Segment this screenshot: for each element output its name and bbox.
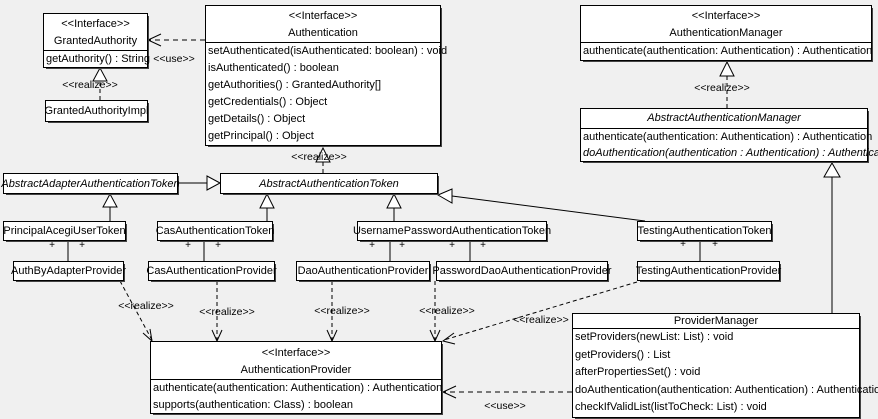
methods-compartment: authenticate(authentication: Authenticat… [581, 128, 878, 161]
stereotype-label: <<Interface>> [261, 347, 331, 359]
class-name: PrincipalAcegiUserToken [3, 225, 126, 237]
class-abstract-authentication-manager: AbstractAuthenticationManager authentica… [580, 108, 878, 162]
class-name: CasAuthenticationToken [155, 225, 275, 237]
class-granted-authority: <<Interface>> GrantedAuthority getAuthor… [43, 13, 150, 68]
method: getDetails() : Object [208, 113, 306, 125]
association-plus-marker: + [215, 240, 221, 251]
class-name: TestingAuthenticationProvider [635, 265, 782, 277]
method: doAuthentication(authentication: Authent… [575, 383, 878, 396]
realize-label: <<realize>> [291, 151, 347, 163]
class-header: AbstractAuthenticationManager [581, 109, 867, 128]
method: isAuthenticated() : boolean [208, 62, 339, 74]
class-abstract-adapter-authentication-token: AbstractAdapterAuthenticationToken [1, 173, 180, 194]
class-auth-by-adapter-provider: AuthByAdapterProvider [11, 261, 126, 281]
class-cas-authentication-token: CasAuthenticationToken [155, 221, 275, 241]
class-name: TestingAuthenticationToken [637, 225, 772, 237]
realize-label: <<realize>> [419, 305, 475, 317]
method: supports(authentication: Class) : boolea… [153, 398, 353, 411]
class-header: <<Interface>> Authentication [206, 6, 440, 42]
class-cas-authentication-provider: CasAuthenticationProvider [146, 261, 277, 281]
class-authentication: <<Interface>> Authentication setAuthenti… [205, 5, 448, 146]
methods-compartment: setAuthenticated(isAuthenticated: boolea… [206, 42, 448, 145]
realize-label: <<realize>> [118, 300, 174, 312]
class-header: <<Interface>> GrantedAuthority [44, 14, 147, 50]
stereotype-label: <<Interface>> [691, 10, 761, 22]
abstract-method: doAuthentication(authentication : Authen… [583, 147, 878, 159]
class-name: ProviderManager [673, 315, 759, 327]
class-name: DaoAuthenticationProvider [297, 265, 429, 277]
class-name: GrantedAuthority [53, 35, 138, 47]
association-plus-marker: + [399, 240, 405, 251]
class-name: AuthenticationManager [669, 27, 783, 39]
method: getCredentials() : Object [208, 96, 328, 108]
method: afterPropertiesSet() : void [575, 366, 701, 378]
class-granted-authority-impl: GrantedAuthorityImpl [45, 100, 148, 122]
class-name: AuthByAdapterProvider [11, 265, 126, 277]
class-header: ProviderManager [573, 314, 859, 328]
use-label: <<use>> [484, 400, 526, 412]
class-name: CasAuthenticationProvider [146, 265, 277, 277]
realize-label: <<realize>> [62, 79, 118, 91]
class-name: AbstractAuthenticationManager [647, 112, 801, 124]
class-principal-acegi-user-token: PrincipalAcegiUserToken [3, 221, 126, 241]
method: authenticate(authentication: Authenticat… [583, 131, 873, 143]
method: setProviders(newList: List) : void [575, 331, 734, 343]
class-name: AuthenticationProvider [240, 364, 352, 376]
class-username-password-authentication-token: UsernamePasswordAuthenticationToken [353, 221, 551, 241]
class-name: AbstractAdapterAuthenticationToken [1, 177, 180, 190]
methods-compartment: getAuthority() : String [44, 50, 150, 67]
method: setAuthenticated(isAuthenticated: boolea… [208, 45, 448, 57]
class-name: UsernamePasswordAuthenticationToken [352, 225, 552, 237]
method: getProviders() : List [575, 348, 671, 361]
association-plus-marker: + [185, 240, 191, 251]
class-name: Authentication [288, 27, 358, 39]
class-name: GrantedAuthorityImpl [44, 105, 149, 117]
class-authentication-provider: <<Interface>> AuthenticationProvider aut… [150, 341, 442, 414]
method: getAuthority() : String [46, 53, 150, 65]
association-plus-marker: + [480, 240, 486, 251]
method: authenticate(authentication: Authenticat… [153, 382, 443, 394]
stereotype-label: <<Interface>> [288, 10, 358, 22]
realize-label: <<realize>> [694, 82, 750, 94]
association-plus-marker: + [449, 240, 455, 251]
class-testing-authentication-provider: TestingAuthenticationProvider [635, 261, 782, 281]
class-name: AbstractAuthenticationToken [259, 177, 399, 190]
association-plus-marker: + [680, 239, 686, 250]
class-header: <<Interface>> AuthenticationManager [581, 6, 871, 42]
class-abstract-authentication-token: AbstractAuthenticationToken [220, 173, 438, 194]
class-provider-manager: ProviderManager setProviders(newList: Li… [572, 313, 878, 418]
method: checkIfValidList(listToCheck: List) : vo… [575, 401, 767, 413]
association-plus-marker: + [79, 240, 85, 251]
method: getAuthorities() : GrantedAuthority[] [208, 79, 382, 91]
stereotype-label: <<Interface>> [61, 18, 130, 30]
realize-label: <<realize>> [314, 305, 370, 317]
method: getPrincipal() : Object [208, 130, 314, 142]
class-name: PasswordDaoAuthenticationProvider [432, 265, 612, 277]
methods-compartment: authenticate(authentication: Authenticat… [581, 42, 873, 60]
class-authentication-manager: <<Interface>> AuthenticationManager auth… [580, 5, 872, 61]
association-plus-marker: + [712, 239, 718, 250]
realize-label: <<realize>> [513, 314, 569, 326]
association-plus-marker: + [369, 240, 375, 251]
association-plus-marker: + [49, 240, 55, 251]
class-password-dao-authentication-provider: PasswordDaoAuthenticationProvider [432, 261, 612, 281]
methods-compartment: setProviders(newList: List) : void getPr… [573, 328, 878, 417]
method: authenticate(authentication: Authenticat… [583, 45, 873, 57]
class-dao-authentication-provider: DaoAuthenticationProvider [296, 261, 430, 281]
use-label: <<use>> [153, 53, 195, 65]
class-testing-authentication-token: TestingAuthenticationToken [637, 221, 772, 241]
realize-label: <<realize>> [199, 306, 255, 318]
methods-compartment: authenticate(authentication: Authenticat… [151, 379, 443, 413]
class-header: <<Interface>> AuthenticationProvider [151, 342, 441, 379]
